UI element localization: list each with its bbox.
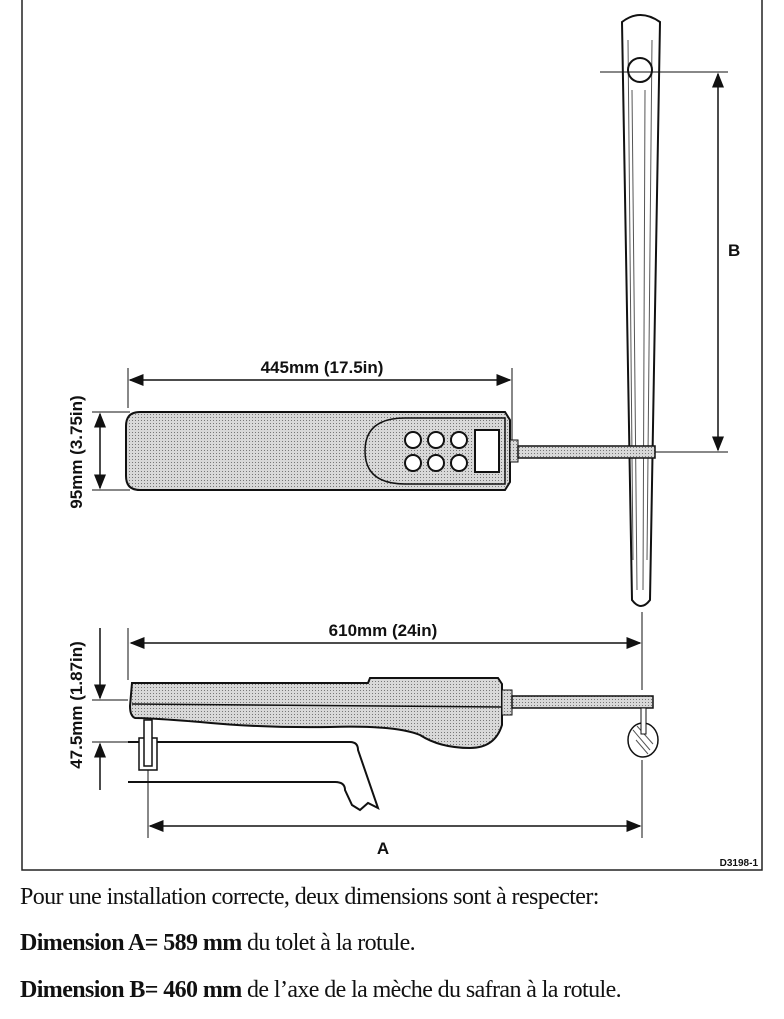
keypad-buttons (404, 431, 468, 472)
dimension-95mm: 95mm (3.75in) (67, 395, 130, 509)
tiller-top-view (620, 14, 662, 607)
dimension-a: A (147, 760, 643, 858)
caption-intro: Pour une installation correcte, deux dim… (20, 884, 599, 910)
caption-dimension-b: Dimension B= 460 mm de l’axe de la mèche… (20, 977, 622, 1004)
svg-text:445mm (17.5in): 445mm (17.5in) (261, 358, 384, 377)
tiller-pilot-side-view (128, 677, 659, 812)
dimension-b-label: B (728, 241, 740, 260)
svg-text:95mm (3.75in): 95mm (3.75in) (67, 395, 86, 508)
svg-text:A: A (377, 839, 389, 858)
tiller-pilot-installation-diagram: B 445mm (17.5in) 95mm (3.75in) (21, 0, 763, 871)
push-rod (517, 445, 656, 459)
dimension-47-5mm: 47.5mm (1.87in) (67, 628, 128, 790)
push-rod-side (511, 695, 654, 709)
tiller-pin-hole (627, 57, 653, 83)
keypad-panel (364, 417, 506, 485)
svg-text:610mm (24in): 610mm (24in) (329, 621, 438, 640)
display-window (474, 429, 500, 473)
figure-id: D3198-1 (720, 858, 759, 869)
tiller-pilot-top-view (125, 411, 656, 491)
dimension-445mm: 445mm (17.5in) (127, 358, 513, 440)
dimension-610mm: 610mm (24in) (127, 612, 643, 690)
dimension-b-desc: de l’axe de la mèche du safran à la rotu… (241, 977, 622, 1003)
dimension-a-desc: du tolet à la rotule. (241, 930, 416, 956)
caption-dimension-a: Dimension A= 589 mm du tolet à la rotule… (20, 930, 416, 957)
dimension-b: B (600, 71, 740, 453)
cockpit-coaming (128, 741, 380, 812)
dimension-a-value: Dimension A= 589 mm (20, 930, 242, 956)
dimension-b-value: Dimension B= 460 mm (20, 977, 242, 1003)
svg-text:47.5mm (1.87in): 47.5mm (1.87in) (67, 641, 86, 769)
figure-frame (21, 0, 763, 871)
